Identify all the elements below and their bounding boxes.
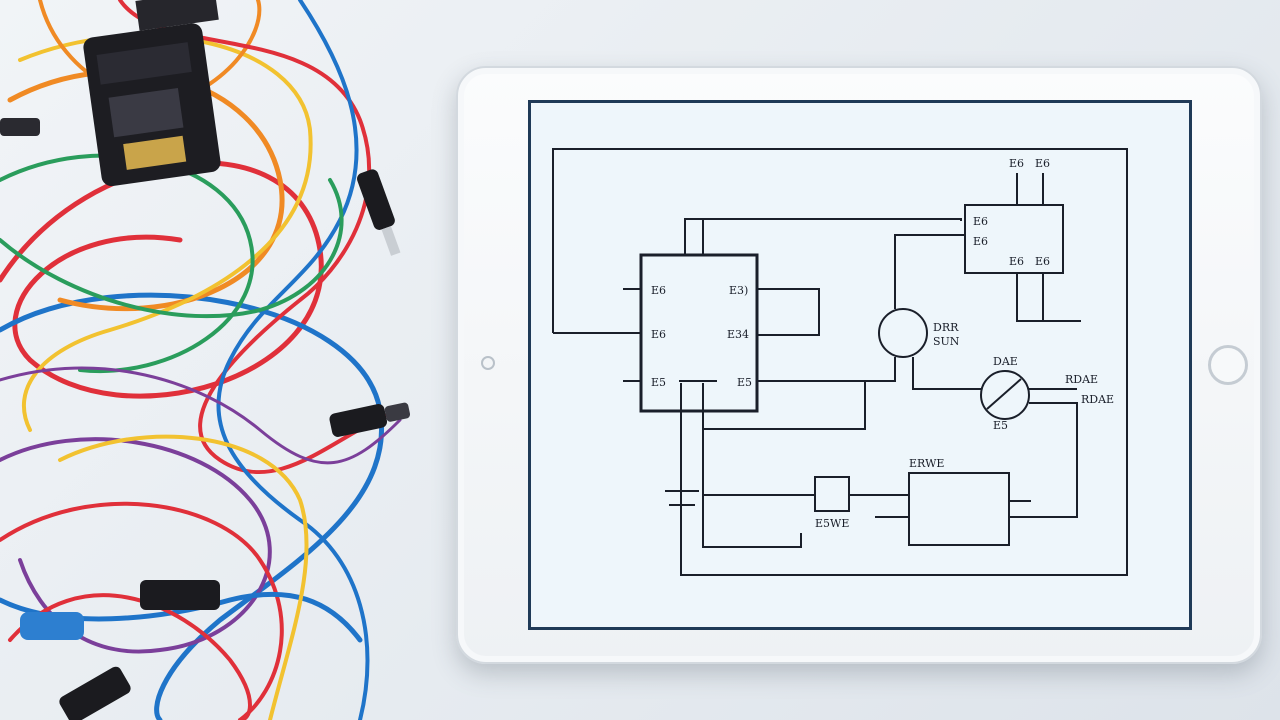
lamp-label-bottom: E5 <box>993 419 1008 432</box>
ic-pin-label-tl: E6 <box>651 284 666 297</box>
relay-label-lower1: E6 <box>1009 255 1024 268</box>
tablet-screen: E6 E3) E6 E34 E5 E5 E6 E6 E6 E6 E6 E6 DR… <box>528 100 1192 630</box>
lamp-symbol <box>980 370 1030 420</box>
cable-blue-3 <box>216 0 370 720</box>
cable-connectors <box>0 118 411 720</box>
ic-pin-label-tr: E3) <box>729 284 748 297</box>
blue-plug <box>20 612 84 640</box>
cable-yellow-2 <box>58 434 309 720</box>
schematic-diagram: E6 E3) E6 E34 E5 E5 E6 E6 E6 E6 E6 E6 DR… <box>552 148 1128 576</box>
relay-bottom-leads <box>1016 273 1081 322</box>
circuit-board <box>83 0 221 187</box>
ic-pin-label-br: E5 <box>737 376 752 389</box>
resistor-label: E5WE <box>815 517 849 530</box>
wire-lamp-right <box>1009 388 1078 518</box>
wire-outer-loop <box>552 148 1128 576</box>
front-camera <box>481 356 495 370</box>
relay-label-pin1: E6 <box>973 215 988 228</box>
motor-label-1: DRR <box>933 321 959 334</box>
wire-motor-down <box>912 357 981 390</box>
wire-ic-motor <box>865 357 896 382</box>
lamp-label-right2: RDAE <box>1081 393 1114 406</box>
block-label-top: ERWE <box>909 457 944 470</box>
cable-red-4 <box>8 593 252 720</box>
home-button[interactable] <box>1208 345 1248 385</box>
motor-label-2: SUN <box>933 335 960 348</box>
cable-bundle <box>0 0 402 720</box>
module-block <box>908 472 1010 546</box>
lamp-cross <box>986 378 1022 410</box>
wire-relay-motor <box>894 234 965 309</box>
cable-green-1 <box>0 153 255 374</box>
block-leads <box>875 500 1031 518</box>
lamp-label-top: DAE <box>993 355 1018 368</box>
ic-pins-left <box>623 288 641 382</box>
relay-label-lower2: E6 <box>1035 255 1050 268</box>
cable-green-2 <box>0 178 344 319</box>
audio-jack-middle <box>329 402 411 437</box>
relay-top-leads <box>1016 173 1044 205</box>
relay-label-pin2: E6 <box>973 235 988 248</box>
lamp-label-right1: RDAE <box>1065 373 1098 386</box>
relay-label-top2: E6 <box>1035 157 1050 170</box>
clip-left <box>0 118 40 136</box>
cable-red-3 <box>118 0 402 474</box>
relay-box <box>964 204 1064 274</box>
capacitor-symbol <box>665 473 699 507</box>
ground-symbol <box>775 533 802 548</box>
cable-purple-2 <box>0 366 402 465</box>
black-plug-lower <box>59 666 131 720</box>
wire-ic-down <box>702 429 801 548</box>
ic-pins-right <box>757 288 865 382</box>
relay-label-top1: E6 <box>1009 157 1024 170</box>
cable-red-2 <box>0 501 284 720</box>
wire-mid <box>702 381 866 430</box>
ic-pin-label-ml: E6 <box>651 328 666 341</box>
resistor-box <box>814 476 850 512</box>
motor-symbol <box>878 308 928 358</box>
black-plug-bottom <box>140 580 220 610</box>
audio-jack-top <box>357 169 401 256</box>
wire-ic-top <box>684 218 962 255</box>
cable-blue-1 <box>0 292 385 720</box>
ic-pin-label-bl: E5 <box>651 376 666 389</box>
ic-pin-label-mr: E34 <box>727 328 749 341</box>
